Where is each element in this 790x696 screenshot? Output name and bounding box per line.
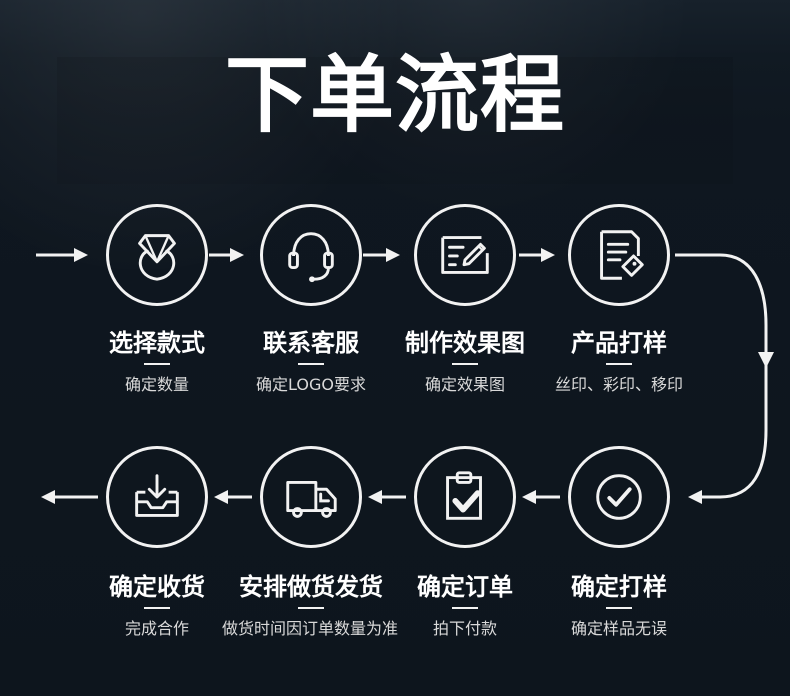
loop-mid-arrow: [758, 352, 774, 368]
page-title: 下单流程: [224, 46, 565, 144]
delivery-truck-icon: [286, 481, 337, 518]
step-6-underline: [452, 607, 478, 609]
check-circle-icon: [596, 474, 642, 520]
document-tag-icon: [600, 230, 644, 280]
step-2-title: 联系客服: [263, 329, 359, 357]
step-3-title: 制作效果图: [405, 329, 525, 357]
step-5-subtitle: 确定样品无误: [570, 619, 667, 638]
step-1-subtitle: 确定数量: [124, 375, 189, 394]
headset-icon: [288, 232, 334, 283]
step-7-subtitle: 做货时间因订单数量为准: [221, 619, 398, 638]
step-8-subtitle: 完成合作: [124, 619, 189, 638]
step-4-underline: [606, 363, 632, 365]
step-8-title: 确定收货: [109, 573, 205, 601]
step-8-circle: [106, 446, 208, 548]
title-band: [57, 57, 733, 184]
step-6-title: 确定订单: [417, 573, 513, 601]
step-4-circle: [568, 204, 670, 306]
inbox-download-icon: [135, 474, 179, 517]
step-2-subtitle: 确定LOGO要求: [256, 375, 366, 394]
step-3-underline: [452, 363, 478, 365]
ring-icon: [138, 234, 176, 281]
connector-right-loop: [675, 253, 768, 504]
step-1-circle: [106, 204, 208, 306]
step-3-circle: [414, 204, 516, 306]
step-2-underline: [298, 363, 324, 365]
step-1-title: 选择款式: [109, 329, 205, 357]
step-6-circle: [414, 446, 516, 548]
step-5-circle: [568, 446, 670, 548]
step-4-title: 产品打样: [571, 329, 667, 357]
step-7-title: 安排做货发货: [239, 573, 383, 601]
step-2-circle: [260, 204, 362, 306]
step-5-title: 确定打样: [571, 573, 667, 601]
step-6-subtitle: 拍下付款: [432, 619, 497, 638]
design-board-icon: [441, 236, 489, 274]
clipboard-check-icon: [446, 471, 482, 520]
step-5-underline: [606, 607, 632, 609]
step-7-circle: [260, 446, 362, 548]
step-1-underline: [144, 363, 170, 365]
step-8-underline: [144, 607, 170, 609]
step-7-underline: [298, 607, 324, 609]
step-3-subtitle: 确定效果图: [424, 375, 505, 394]
step-4-subtitle: 丝印、彩印、移印: [554, 375, 683, 394]
